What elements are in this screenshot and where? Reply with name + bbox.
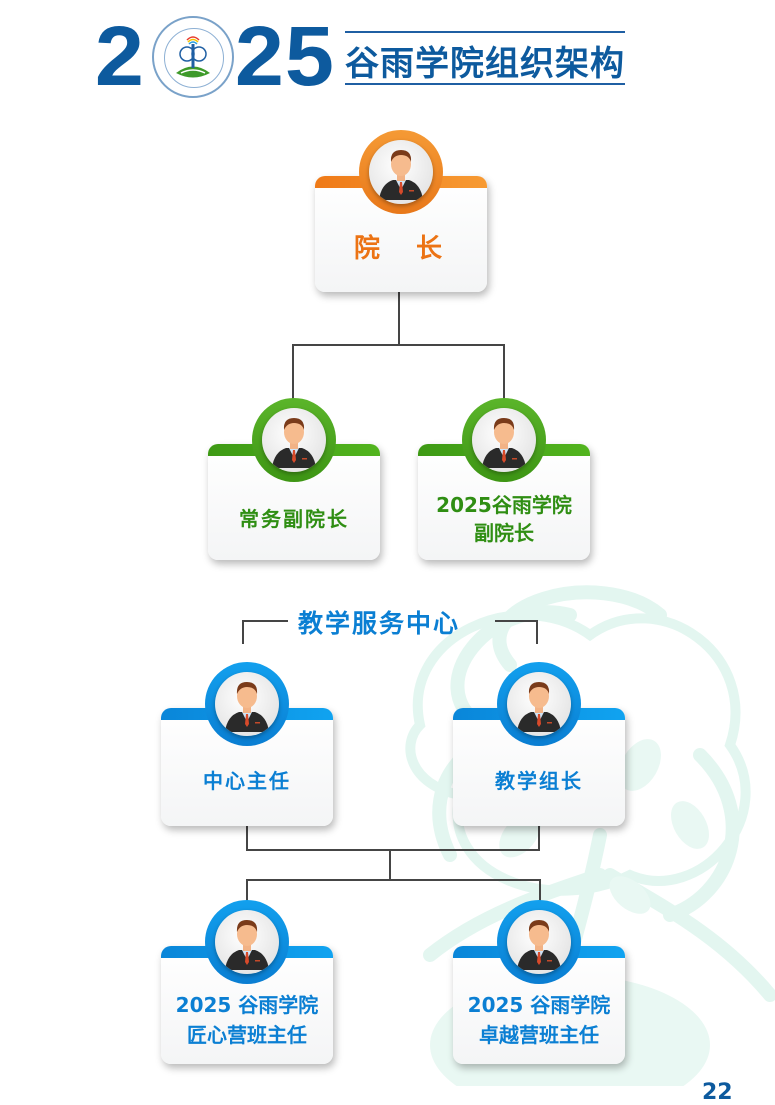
- card-label: 中心主任: [203, 769, 291, 793]
- connector-line: [292, 344, 504, 346]
- connector-line: [536, 620, 538, 644]
- avatar-ring: [497, 900, 581, 984]
- card-label-line2: 卓越营班主任: [479, 1023, 599, 1047]
- person-avatar-icon: [507, 910, 571, 974]
- connector-line: [398, 292, 400, 345]
- card-label: 教学组长: [495, 769, 583, 793]
- year-digit-2b: 2: [234, 9, 284, 103]
- person-avatar-icon: [472, 408, 536, 472]
- card-label-line2: 副院长: [474, 521, 534, 545]
- section-title-teaching-service-center: 教学服务中心: [298, 609, 461, 638]
- person-avatar-icon: [369, 140, 433, 204]
- person-avatar-icon: [507, 672, 571, 736]
- connector-line: [495, 620, 537, 622]
- page-number: 22: [702, 1080, 733, 1105]
- title-bottom-rule: [345, 83, 625, 85]
- org-card-executive-vice-president[interactable]: 常务副院长: [208, 398, 380, 560]
- page-title: 谷雨学院组织架构: [345, 44, 625, 84]
- year-digit-2: 2: [94, 9, 144, 103]
- connector-line: [538, 826, 540, 850]
- person-avatar-icon: [262, 408, 326, 472]
- connector-line: [503, 344, 505, 400]
- person-avatar-icon: [215, 910, 279, 974]
- card-label: 常务副院长: [239, 507, 349, 531]
- card-label-line1: 2025谷雨学院: [436, 493, 572, 517]
- connector-line: [242, 620, 244, 644]
- avatar-ring: [205, 900, 289, 984]
- card-label: 院 长: [353, 234, 449, 264]
- org-card-president[interactable]: 院 长: [315, 130, 487, 292]
- avatar-ring: [462, 398, 546, 482]
- title-top-rule: [345, 31, 625, 33]
- org-card-excellence-camp-head-teacher[interactable]: 2025 谷雨学院 卓越营班主任: [453, 900, 625, 1064]
- avatar-ring: [359, 130, 443, 214]
- connector-line: [292, 344, 294, 400]
- avatar-ring: [205, 662, 289, 746]
- card-label-line2: 匠心营班主任: [187, 1023, 307, 1047]
- year-digit-5: 5: [284, 9, 334, 103]
- guyu-institute-logo: [152, 16, 234, 98]
- connector-line: [242, 620, 288, 622]
- person-avatar-icon: [215, 672, 279, 736]
- org-card-vice-president-2025[interactable]: 2025谷雨学院 副院长: [418, 398, 590, 560]
- card-label-line1: 2025 谷雨学院: [175, 993, 319, 1017]
- connector-line: [246, 826, 248, 850]
- connector-line: [389, 849, 391, 880]
- avatar-ring: [252, 398, 336, 482]
- avatar-ring: [497, 662, 581, 746]
- connector-line: [539, 879, 541, 901]
- logo-tree-icon: [176, 36, 210, 78]
- connector-line: [246, 849, 540, 851]
- connector-line: [246, 879, 540, 881]
- connector-line: [246, 879, 248, 901]
- org-card-center-director[interactable]: 中心主任: [161, 662, 333, 826]
- org-card-craftsman-camp-head-teacher[interactable]: 2025 谷雨学院 匠心营班主任: [161, 900, 333, 1064]
- card-label-line1: 2025 谷雨学院: [467, 993, 611, 1017]
- org-card-teaching-team-leader[interactable]: 教学组长: [453, 662, 625, 826]
- logo-inner-ring: [164, 28, 224, 88]
